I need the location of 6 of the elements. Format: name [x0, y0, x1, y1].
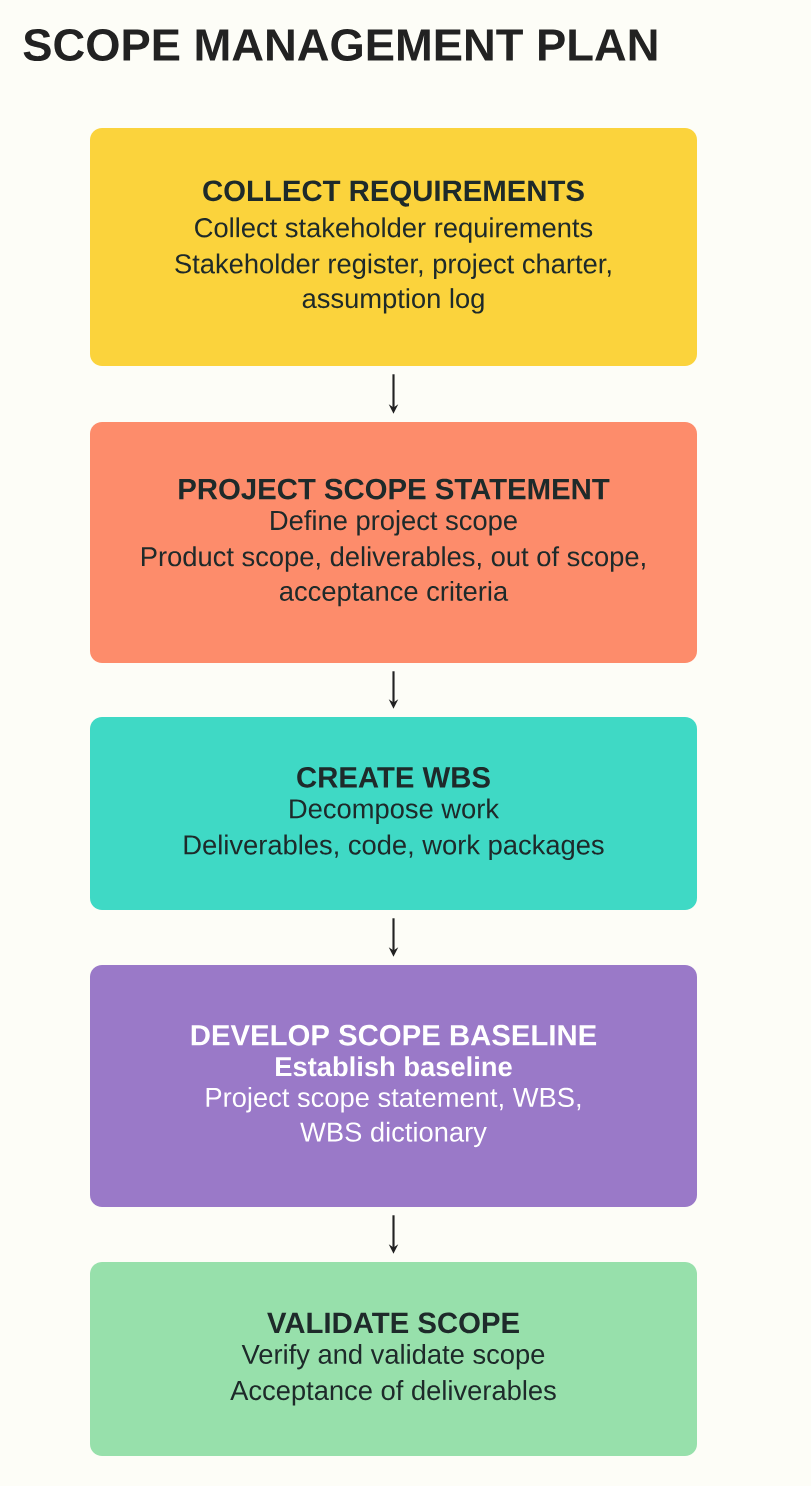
process-box: PROJECT SCOPE STATEMENT Define project scope Product scope, deliverables, out of scope, acceptance criteria	[90, 422, 697, 663]
title: SCOPE MANAGEMENT PLAN	[23, 28, 657, 62]
process-box: VALIDATE SCOPE Verify and validate scope Acceptance of deliverables	[90, 1262, 697, 1456]
process-box: DEVELOP SCOPE BASELINE Establish baseline Project scope statement, WBS, WBS dictionary	[90, 965, 697, 1207]
process-box: COLLECT REQUIREMENTS Collect stakeholder requirements Stakeholder register, project charter, assumption log	[90, 128, 697, 366]
process-box: CREATE WBS Decompose work Deliverables, code, work packages	[90, 717, 697, 910]
